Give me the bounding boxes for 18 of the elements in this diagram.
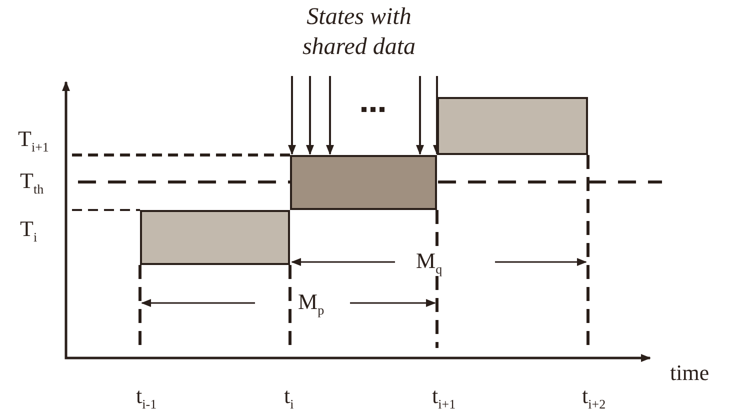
level-label: T$_{i}$ [20, 218, 38, 244]
time-label: t$_{i-1}$ [136, 385, 157, 410]
time-label: t$_{i}$ [284, 385, 294, 410]
arrow [288, 76, 296, 155]
arrow [433, 76, 441, 155]
level-label: T$_{i+1}$ [18, 128, 49, 154]
state-bar [290, 155, 437, 210]
dimension-label: M$_{p}$ [298, 291, 324, 316]
arrow [306, 76, 314, 155]
annotation-text: States with shared data [301, 3, 417, 62]
arrow [326, 76, 334, 155]
time-label: t$_{i+2}$ [582, 385, 606, 410]
axis-label: time [670, 362, 710, 384]
state-bar [437, 97, 588, 155]
state-bar [140, 210, 290, 265]
level-label: T$_{th}$ [20, 170, 44, 196]
arrow [416, 76, 424, 155]
time-label: t$_{i+1}$ [432, 385, 456, 410]
